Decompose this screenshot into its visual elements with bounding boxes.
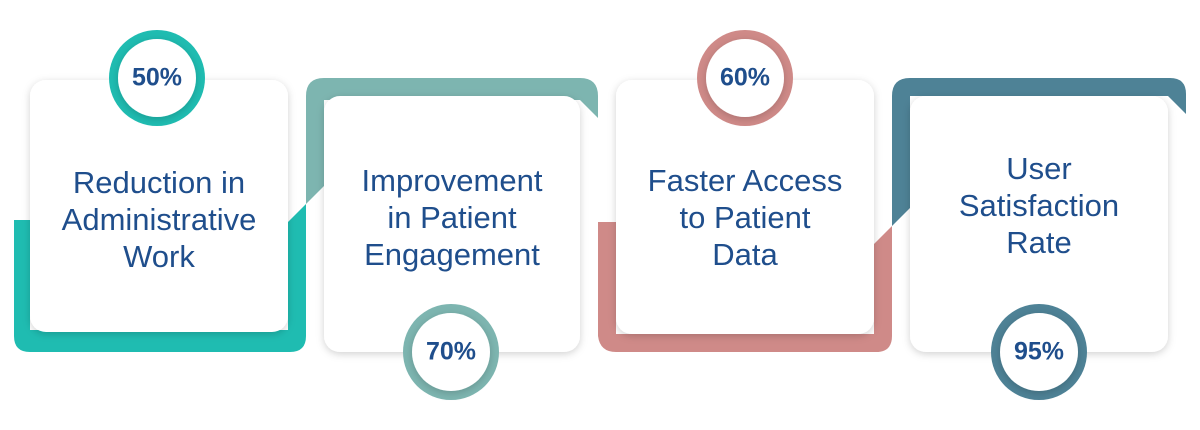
card-administrative	[30, 80, 288, 332]
card-label-satisfaction-line-2: Satisfaction	[959, 188, 1119, 223]
percent-value-satisfaction: 95%	[1014, 338, 1064, 366]
percent-badge-engagement: 70%	[403, 304, 499, 400]
band-engagement	[306, 78, 598, 204]
band-administrative	[14, 204, 306, 352]
band-data-access	[598, 222, 892, 352]
card-label-engagement-line-1: Improvement	[362, 163, 543, 198]
percent-value-administrative: 50%	[132, 64, 182, 92]
percent-disc-data-access	[706, 39, 784, 117]
percent-value-data-access: 60%	[720, 64, 770, 92]
background-bands	[14, 78, 1186, 352]
percent-badge-administrative: 50%	[109, 30, 205, 126]
card-label-satisfaction-line-1: User	[1006, 151, 1071, 186]
card-label-administrative-line-2: Administrative	[62, 202, 257, 237]
percent-disc-engagement	[412, 313, 490, 391]
card-group	[30, 80, 1168, 352]
band-satisfaction	[892, 78, 1186, 226]
card-label-administrative-line-3: Work	[123, 239, 195, 274]
card-engagement	[324, 96, 580, 352]
card-label-satisfaction-line-3: Rate	[1006, 225, 1071, 260]
percent-disc-administrative	[118, 39, 196, 117]
percent-value-engagement: 70%	[426, 338, 476, 366]
percent-disc-satisfaction	[1000, 313, 1078, 391]
percent-badge-data-access: 60%	[697, 30, 793, 126]
card-label-data-access-line-2: to Patient	[680, 200, 811, 235]
card-label-engagement-line-2: in Patient	[387, 200, 517, 235]
card-label-data-access-line-1: Faster Access	[648, 163, 843, 198]
card-label-engagement-line-3: Engagement	[364, 237, 540, 272]
percent-badge-satisfaction: 95%	[991, 304, 1087, 400]
card-data-access	[616, 80, 874, 334]
card-label-data-access-line-3: Data	[712, 237, 778, 272]
card-satisfaction	[910, 96, 1168, 352]
card-label-administrative-line-1: Reduction in	[73, 165, 245, 200]
percent-circle-group: 50% 70% 60% 95%	[109, 30, 1087, 400]
